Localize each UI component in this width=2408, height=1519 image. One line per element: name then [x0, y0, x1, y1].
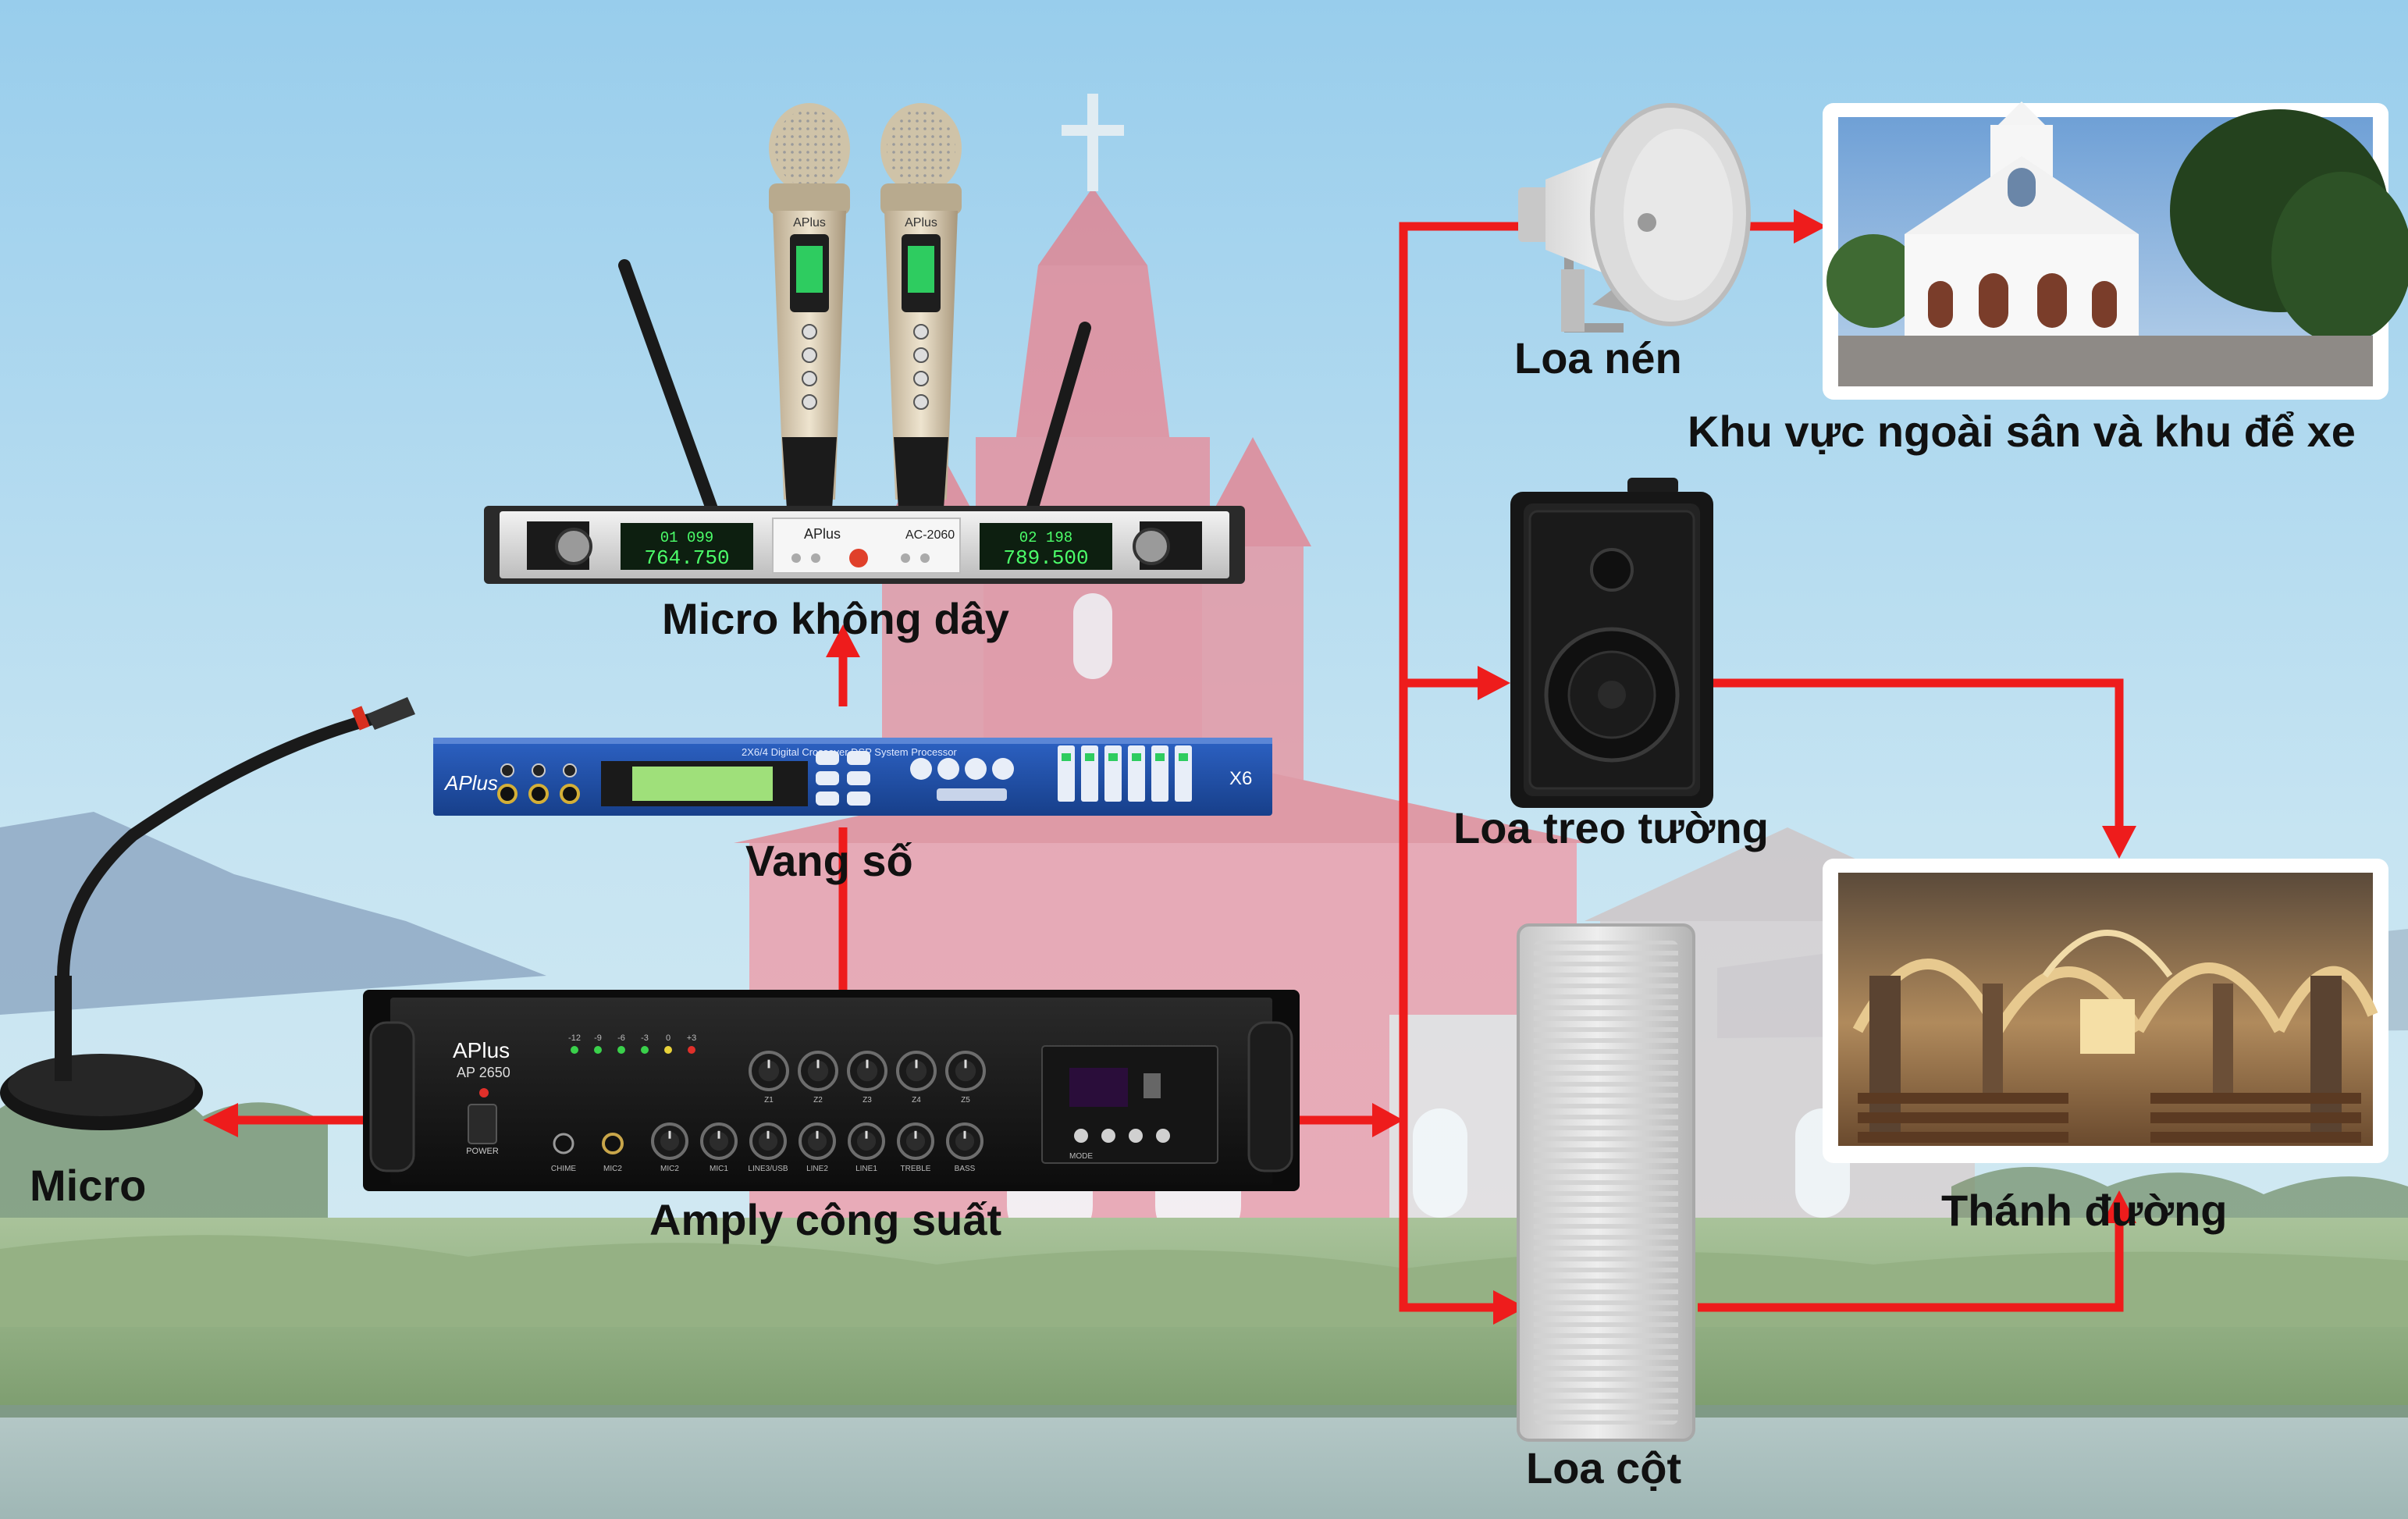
amp-input-knob[interactable]: LINE2 [799, 1122, 836, 1173]
label-outdoor-area: Khu vực ngoài sân và khu để xe [1688, 407, 2356, 456]
amp-input-knob[interactable]: LINE1 [848, 1122, 885, 1173]
amp-led-label: -3 [641, 1033, 649, 1043]
label-horn: Loa nén [1514, 333, 1682, 382]
amp-input-knob-label: LINE1 [855, 1165, 877, 1173]
labels: Micro không dây Vang số Amply công suất … [30, 333, 2356, 1492]
amp-power-label: POWER [466, 1147, 499, 1156]
amp-input-knob-label: LINE2 [806, 1165, 828, 1173]
amp-input-knob[interactable]: LINE3/USB [748, 1122, 788, 1173]
arrow-head-icon [2102, 1190, 2136, 1223]
amp-led-label: -9 [594, 1033, 602, 1043]
amp-zone-knob[interactable]: Z3 [847, 1051, 887, 1105]
effects-brand: APlus [443, 771, 498, 795]
amp-zone-knob[interactable]: Z1 [749, 1051, 789, 1105]
label-mic: Micro [30, 1161, 146, 1210]
receiver-channel-b: 02 198 [1019, 529, 1072, 546]
receiver-channel-a: 01 099 [660, 529, 713, 546]
label-column-speaker: Loa cột [1526, 1443, 1681, 1492]
label-effects: Vang số [745, 836, 913, 885]
amp-media-player[interactable]: MODE [1041, 1045, 1218, 1164]
wireless-mic-system[interactable]: APlus APlus [484, 103, 1245, 584]
amp-input-knob-label: MIC1 [710, 1165, 728, 1173]
arrow-head-icon [1794, 209, 1826, 244]
amp-mode-label: MODE [1069, 1152, 1093, 1161]
amp-input-knob-label: MIC2 [660, 1165, 679, 1173]
amp-input-knob-label: BASS [955, 1165, 976, 1173]
receiver-model: AC-2060 [905, 528, 955, 542]
amp-led-label: -12 [568, 1033, 581, 1043]
arrow-heads [203, 209, 2136, 1325]
label-amplifier: Amply công suất [649, 1195, 1001, 1244]
label-wall-speaker: Loa treo tường [1453, 803, 1769, 852]
handheld-mic-left: APlus [769, 103, 850, 509]
amp-zone-knob-label: Z5 [961, 1096, 970, 1105]
amp-zone-knob[interactable]: Z5 [945, 1051, 986, 1105]
effects-processor[interactable]: APlus 2X6/4 Digital Crossover DSP System… [433, 738, 1272, 816]
receiver-brand: APlus [804, 526, 841, 542]
cross-icon [1062, 94, 1124, 191]
arrow-head-icon [1478, 666, 1510, 700]
effects-model: X6 [1229, 768, 1252, 789]
amp-input-knob[interactable]: MIC2 [651, 1122, 688, 1173]
connector-column-to-sanctuary [1698, 1222, 2124, 1312]
arrow-head-icon [203, 1103, 238, 1137]
wireless-receiver: 01 099 764.750 02 198 789.500 APlus AC-2… [484, 506, 1245, 584]
amp-input-knobs[interactable]: MIC2 MIC1 LINE3/USB LINE2 LINE1 TREBLE BASS [651, 1122, 983, 1173]
amp-input-knob[interactable]: BASS [946, 1122, 983, 1173]
amp-zone-knob[interactable]: Z4 [896, 1051, 937, 1105]
label-wireless-mic: Micro không dây [662, 594, 1009, 643]
amp-led-label: -6 [617, 1033, 625, 1043]
amp-zone-knob-label: Z2 [813, 1096, 823, 1105]
amp-led-label: 0 [666, 1033, 670, 1043]
receiver-freq-b: 789.500 [1003, 546, 1088, 570]
connector-wall-to-sanctuary [1713, 678, 2124, 827]
outdoor-area-photo [1823, 101, 2408, 400]
amp-zone-knob-label: Z3 [863, 1096, 872, 1105]
sanctuary-photo [1823, 859, 2388, 1163]
amp-brand: APlus [453, 1038, 510, 1062]
amp-jacks: CHIME MIC2 [551, 1133, 624, 1173]
receiver-freq-a: 764.750 [644, 546, 729, 570]
arrow-head-icon [826, 624, 860, 657]
amp-input-knob-label: TREBLE [901, 1165, 931, 1173]
amp-input-knob-label: LINE3/USB [748, 1165, 788, 1173]
arrow-head-icon [2102, 826, 2136, 859]
amp-input-knob[interactable]: TREBLE [897, 1122, 934, 1173]
handheld-mic-brand: APlus [905, 216, 937, 229]
amp-zone-knob-label: Z4 [912, 1096, 921, 1105]
amp-zone-knob[interactable]: Z2 [798, 1051, 838, 1105]
amp-jack-label: CHIME [551, 1165, 577, 1173]
amp-level-meter: -12 -9 -6 -3 0 +3 [568, 1033, 696, 1054]
handheld-mic-right: APlus [880, 103, 962, 509]
amp-model: AP 2650 [457, 1065, 510, 1080]
amp-zone-knob-label: Z1 [764, 1096, 774, 1105]
arrow-head-icon [1493, 1290, 1526, 1325]
horn-speaker[interactable] [1518, 103, 1751, 333]
amp-zone-knobs[interactable]: Z1 Z2 Z3 Z4 Z5 [749, 1051, 986, 1105]
connectors [234, 222, 2124, 1312]
column-speaker[interactable] [1517, 923, 1695, 1442]
wall-speaker[interactable] [1510, 478, 1713, 808]
gooseneck-microphone[interactable] [0, 697, 415, 1130]
amp-led-label: +3 [687, 1033, 697, 1043]
amp-input-knob[interactable]: MIC1 [700, 1122, 738, 1173]
label-sanctuary: Thánh đường [1941, 1186, 2228, 1235]
amp-jack-label: MIC2 [603, 1165, 622, 1173]
arrow-head-icon [1372, 1103, 1403, 1137]
connector-main-bus [1399, 222, 1538, 1312]
handheld-mic-brand: APlus [793, 216, 826, 229]
